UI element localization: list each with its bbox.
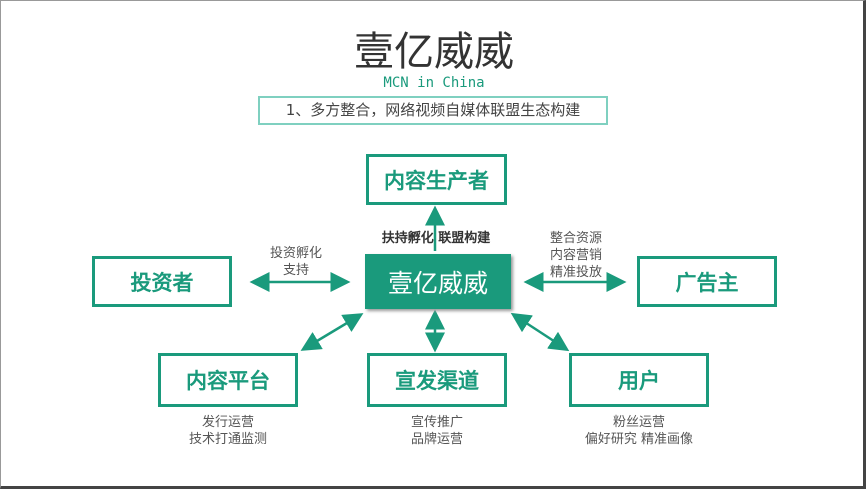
page-title: 壹亿威威 <box>354 29 514 75</box>
node-producer: 内容生产者 <box>366 154 507 205</box>
label-line: 偏好研究 精准画像 <box>584 432 694 447</box>
label-line: 宣传推广 <box>410 415 463 430</box>
node-center: 壹亿威威 <box>365 254 511 309</box>
node-investor: 投资者 <box>92 256 232 307</box>
node-user: 用户 <box>569 353 709 407</box>
label-line: 支持 <box>282 263 309 278</box>
label-line: 技术打通监测 <box>188 432 267 447</box>
label-line: 品牌运营 <box>410 432 463 447</box>
label-top: 扶持孵化 联盟构建 <box>381 231 491 246</box>
subtitle: MCN in China <box>383 75 485 91</box>
arrow-user <box>510 312 570 352</box>
label-line: 发行运营 <box>201 415 254 430</box>
label-line: 投资孵化 <box>269 246 322 261</box>
label-line: 粉丝运营 <box>612 415 665 430</box>
arrow-platform <box>300 313 364 351</box>
label-user: 粉丝运营偏好研究 精准画像 <box>559 414 719 448</box>
node-channel: 宣发渠道 <box>367 353 507 407</box>
node-advertiser: 广告主 <box>637 256 777 307</box>
label-investor: 投资孵化支持 <box>251 245 341 279</box>
label-advertiser: 整合资源内容营销精准投放 <box>531 230 621 281</box>
label-platform: 发行运营技术打通监测 <box>158 414 298 448</box>
label-line: 内容营销 <box>549 248 602 263</box>
label-channel: 宣传推广品牌运营 <box>367 414 507 448</box>
node-platform: 内容平台 <box>158 353 298 407</box>
tagline: 1、多方整合，网络视频自媒体联盟生态构建 <box>258 96 608 125</box>
label-line: 整合资源 <box>549 231 602 246</box>
label-line: 精准投放 <box>549 265 602 280</box>
